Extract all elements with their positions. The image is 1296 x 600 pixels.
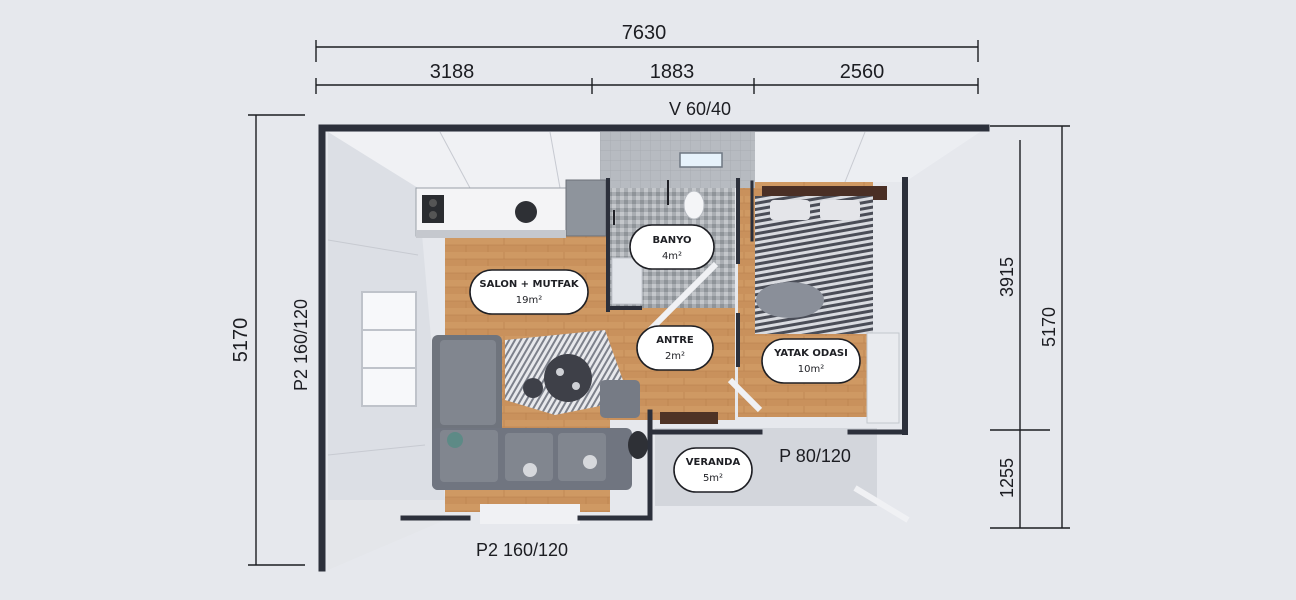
room-label-salon-mutfak: SALON + MUTFAK 19m²: [469, 269, 589, 315]
room-area: 2m²: [665, 351, 685, 362]
skylight: [679, 152, 723, 168]
bathroom-back-wall: [600, 132, 755, 188]
room-area: 10m²: [798, 364, 824, 375]
doors: [647, 261, 910, 523]
bathroom-fixtures: [611, 152, 723, 305]
total-width-label: 7630: [622, 22, 667, 44]
total-depth-right-label: 5170: [1039, 307, 1059, 347]
coffee-table: [544, 354, 592, 402]
armchair: [628, 431, 648, 459]
room-name: SALON + MUTFAK: [479, 279, 579, 290]
room-name: YATAK ODASI: [773, 348, 848, 359]
sink: [515, 201, 537, 223]
depth-upper-right-label: 3915: [997, 257, 1017, 297]
room-name: BANYO: [652, 235, 691, 246]
shower-glass: [611, 257, 643, 305]
room-area: 5m²: [703, 473, 723, 484]
wardrobe: [866, 332, 900, 424]
room-name: ANTRE: [656, 335, 694, 346]
walls: [318, 124, 990, 572]
total-depth-left-label: 5170: [230, 318, 252, 363]
windows: [361, 291, 580, 524]
side-table: [523, 378, 543, 398]
toilet: [683, 190, 705, 220]
segment-left-label: 3188: [430, 61, 475, 83]
room-label-yatak-odasi: YATAK ODASI 10m²: [761, 338, 861, 384]
bedroom-furniture: [755, 186, 900, 424]
room-name: VERANDA: [686, 457, 741, 468]
entrance-door: [660, 412, 718, 424]
room-label-veranda: VERANDA 5m²: [673, 447, 753, 493]
dimension-lines: [248, 40, 1070, 566]
veranda-door-label: P 80/120: [779, 446, 851, 466]
room-label-banyo: BANYO 4m²: [629, 224, 715, 270]
bottom-window-label: P2 160/120: [476, 540, 568, 560]
sofa-chaise: [600, 380, 640, 418]
segment-middle-label: 1883: [650, 61, 695, 83]
room-area: 19m²: [516, 295, 542, 306]
room-label-antre: ANTRE 2m²: [636, 325, 714, 371]
top-window-label: V 60/40: [669, 99, 731, 119]
left-window-label: P2 160/120: [291, 299, 311, 391]
depth-lower-right-label: 1255: [997, 458, 1017, 498]
kitchen-counter: [415, 179, 607, 238]
segment-right-label: 2560: [840, 61, 885, 83]
bottom-window: [480, 504, 580, 524]
fridge: [565, 179, 607, 237]
cooktop: [422, 195, 444, 223]
living-furniture: [432, 330, 648, 490]
left-window: [361, 291, 417, 407]
room-area: 4m²: [662, 251, 682, 262]
